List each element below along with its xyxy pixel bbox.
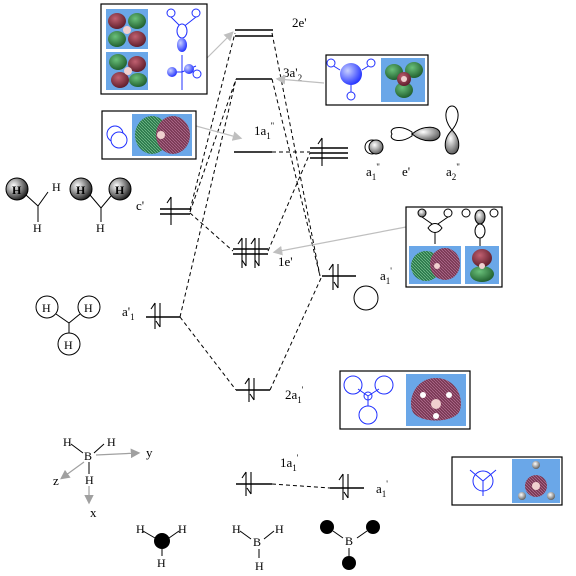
- panel-1e-orbitals: [405, 206, 503, 288]
- panel-3a2-orbitals: [325, 54, 429, 106]
- panel-1a1-orbitals: [451, 456, 563, 506]
- b-label-a1: a1': [380, 266, 392, 286]
- h3-level-a1: [146, 302, 180, 329]
- mo-level-1e: [233, 237, 268, 268]
- b-label-p-e: e': [402, 164, 410, 179]
- svg-text:B: B: [253, 535, 261, 549]
- b-p-e-orbital-icon: [390, 126, 441, 142]
- mo-level-1a1: [236, 471, 272, 496]
- b-label-core: a1': [376, 479, 388, 499]
- b-level-core: [330, 473, 364, 500]
- svg-text:H: H: [85, 473, 94, 487]
- axis-x-label: x: [90, 505, 97, 520]
- svg-text:H: H: [42, 301, 51, 315]
- label-2e: 2e': [292, 15, 307, 30]
- svg-text:H: H: [136, 522, 145, 536]
- svg-text:B: B: [345, 534, 353, 548]
- h3-a1-orbital-drawing: H H H: [35, 295, 101, 356]
- svg-text:H: H: [64, 338, 73, 352]
- panel-1a1pp-orbitals: [101, 110, 197, 160]
- bh3-core-drawing-filled: H H H: [136, 522, 187, 570]
- svg-text:H: H: [275, 522, 284, 536]
- mo-level-2e: [235, 29, 273, 37]
- bh3-p-orbital-drawing: B: [320, 520, 380, 570]
- bh3-skeleton-drawing: H H B H: [232, 522, 284, 573]
- label-1a1pp: 1a1'': [254, 121, 274, 141]
- svg-text:H: H: [107, 435, 116, 449]
- svg-text:H: H: [76, 183, 86, 197]
- h3-e-orbital-drawing: H H H: [5, 177, 61, 235]
- panel-2e-orbitals: [100, 3, 208, 95]
- svg-text:H: H: [52, 180, 61, 194]
- b-2s-orbital-icon: [353, 285, 379, 311]
- svg-text:H: H: [255, 559, 264, 573]
- h3-e-orbital-drawing-2: H H H: [69, 177, 132, 235]
- label-3a2: 3a'2: [283, 65, 302, 83]
- svg-text:H: H: [232, 522, 241, 536]
- b-p-a1-orbital-icon: [364, 139, 384, 155]
- h3-label-a1: a'1: [122, 304, 135, 322]
- b-level-a1: [322, 263, 356, 290]
- coordinate-axes: H H B H y z x: [53, 435, 153, 520]
- svg-text:B: B: [84, 449, 92, 463]
- b-p-a2-orbital-icon: [444, 105, 460, 155]
- svg-text:H: H: [115, 183, 125, 197]
- svg-text:H: H: [96, 221, 105, 235]
- h3-label-e: c': [136, 198, 144, 213]
- svg-text:H: H: [84, 301, 93, 315]
- label-2a1: 2a1': [285, 385, 304, 405]
- b-level-p: [310, 137, 348, 166]
- h3-level-e: [160, 196, 190, 225]
- correlation-lines: [179, 32, 331, 489]
- label-1a1: 1a1': [280, 453, 299, 473]
- axis-z-label: z: [53, 473, 59, 488]
- svg-text:H: H: [178, 522, 187, 536]
- label-1e: 1e': [278, 254, 293, 269]
- svg-text:H: H: [33, 221, 42, 235]
- svg-text:H: H: [63, 435, 72, 449]
- panel-2a1-orbitals: [339, 370, 471, 430]
- b-label-p-a1: a1": [366, 162, 380, 182]
- b-label-p-a2: a2": [446, 162, 460, 182]
- pointer-arrows: [195, 31, 407, 256]
- svg-text:H: H: [157, 556, 166, 570]
- svg-text:H: H: [12, 183, 22, 197]
- mo-level-2a1: [236, 377, 270, 402]
- axis-y-label: y: [146, 445, 153, 460]
